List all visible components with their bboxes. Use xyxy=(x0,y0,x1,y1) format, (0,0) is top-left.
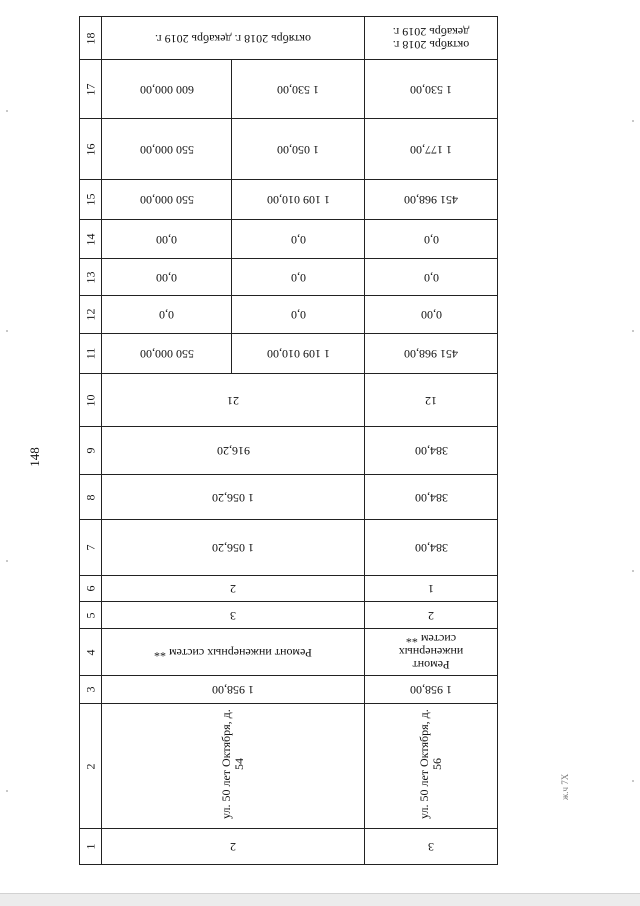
work-type-cell: Ремонт инженерных систем ** xyxy=(100,628,366,676)
scan-dot xyxy=(6,110,8,112)
value-cell: 0,00 xyxy=(364,295,499,334)
value-cell: 1 056,20 xyxy=(100,474,366,520)
value-cell: 1 530,00 xyxy=(364,59,499,119)
value-cell: 600 000,00 xyxy=(101,59,232,119)
value-cell: 0,0 xyxy=(364,258,499,296)
row-number-cell: 2 xyxy=(100,828,366,865)
page-number: 148 xyxy=(27,447,42,467)
table-row: 3 1 958,00 1 958,00 xyxy=(79,675,499,704)
value-cell: 1 177,00 xyxy=(364,118,499,180)
scan-dot xyxy=(6,790,8,792)
table-row: 1 2 3 xyxy=(79,828,499,865)
row-number-cell: 3 xyxy=(364,828,499,865)
table-row: 9 916,20 384,00 xyxy=(79,426,499,475)
value-cell: 12 xyxy=(364,373,499,427)
scan-dot xyxy=(632,570,634,572)
value-cell: 2 xyxy=(364,601,499,629)
column-number: 18 xyxy=(79,16,102,60)
table-row: 5 3 2 xyxy=(79,601,499,629)
value-cell: 1 xyxy=(364,575,499,602)
table-row: 18 октябрь 2018 г. декабрь 2019 г. октяб… xyxy=(79,16,499,60)
value-cell: 0,0 xyxy=(364,219,499,259)
repair-schedule-table: 18 октябрь 2018 г. декабрь 2019 г. октяб… xyxy=(79,16,499,865)
scan-dot xyxy=(632,330,634,332)
value-cell: 451 968,00 xyxy=(364,333,499,374)
value-cell: 550 000,00 xyxy=(101,118,232,180)
value-cell: 1 109 010,00 xyxy=(230,333,366,374)
table-row: 17 600 000,00 1 530,00 1 530,00 xyxy=(79,59,499,119)
value-cell: 0,0 xyxy=(101,295,232,334)
table-row: 13 0,00 0,0 0,0 xyxy=(79,258,499,296)
work-type-cell: Ремонт инженерных систем ** xyxy=(364,628,499,676)
value-cell: 384,00 xyxy=(364,519,499,576)
column-number: 5 xyxy=(79,601,102,629)
table-row: 12 0,0 0,0 0,00 xyxy=(79,295,499,334)
footer-mark: ж.ч 7Х xyxy=(560,773,570,800)
value-cell: 1 958,00 xyxy=(100,675,366,704)
value-cell: 916,20 xyxy=(100,426,366,475)
value-cell: 384,00 xyxy=(364,474,499,520)
page-bottom-edge xyxy=(0,893,640,906)
column-number: 10 xyxy=(79,373,102,427)
column-number: 4 xyxy=(79,628,102,676)
value-cell: 2 xyxy=(100,575,366,602)
value-cell: 550 000,00 xyxy=(101,179,232,220)
scan-dot xyxy=(6,330,8,332)
scan-dot xyxy=(632,780,634,782)
scan-dot xyxy=(6,560,8,562)
value-cell: 384,00 xyxy=(364,426,499,475)
value-cell: 0,0 xyxy=(230,219,366,259)
column-number: 16 xyxy=(79,118,102,180)
value-cell: 3 xyxy=(100,601,366,629)
address-cell: ул. 50 лет Октября, д. 56 xyxy=(364,703,499,829)
value-cell: 550 000,00 xyxy=(101,333,232,374)
column-number: 2 xyxy=(79,703,102,829)
value-cell: 0,0 xyxy=(230,295,366,334)
address-cell: ул. 50 лет Октября, д. 54 xyxy=(100,703,366,829)
column-number: 17 xyxy=(79,59,102,119)
value-cell: 1 109 010,00 xyxy=(230,179,366,220)
column-number: 3 xyxy=(79,675,102,704)
value-cell: 0,0 xyxy=(230,258,366,296)
column-number: 9 xyxy=(79,426,102,475)
table-row: 15 550 000,00 1 109 010,00 451 968,00 xyxy=(79,179,499,220)
value-cell: 0,00 xyxy=(101,258,232,296)
table-row: 2 ул. 50 лет Октября, д. 54 ул. 50 лет О… xyxy=(79,703,499,829)
table-row: 16 550 000,00 1 050,00 1 177,00 xyxy=(79,118,499,180)
column-number: 14 xyxy=(79,219,102,259)
table-row: 10 21 12 xyxy=(79,373,499,427)
work-period-cell: октябрь 2018 г. декабрь 2019 г. xyxy=(100,16,366,60)
value-cell: 1 958,00 xyxy=(364,675,499,704)
column-number: 7 xyxy=(79,519,102,576)
table-row: 11 550 000,00 1 109 010,00 451 968,00 xyxy=(79,333,499,374)
column-number: 6 xyxy=(79,575,102,602)
column-number: 12 xyxy=(79,295,102,334)
scan-dot xyxy=(632,120,634,122)
table-row: 4 Ремонт инженерных систем ** Ремонт инж… xyxy=(79,628,499,676)
column-number: 1 xyxy=(79,828,102,865)
value-cell: 21 xyxy=(100,373,366,427)
value-cell: 451 968,00 xyxy=(364,179,499,220)
column-number: 8 xyxy=(79,474,102,520)
table-row: 7 1 056,20 384,00 xyxy=(79,519,499,576)
column-number: 11 xyxy=(79,333,102,374)
value-cell: 1 530,00 xyxy=(230,59,366,119)
table-row: 6 2 1 xyxy=(79,575,499,602)
column-number: 13 xyxy=(79,258,102,296)
table-row: 8 1 056,20 384,00 xyxy=(79,474,499,520)
work-period-cell: октябрь 2018 г. декабрь 2019 г. xyxy=(364,16,499,60)
column-number: 15 xyxy=(79,179,102,220)
table-row: 14 0,00 0,0 0,0 xyxy=(79,219,499,259)
value-cell: 0,00 xyxy=(101,219,232,259)
value-cell: 1 050,00 xyxy=(230,118,366,180)
value-cell: 1 056,20 xyxy=(100,519,366,576)
